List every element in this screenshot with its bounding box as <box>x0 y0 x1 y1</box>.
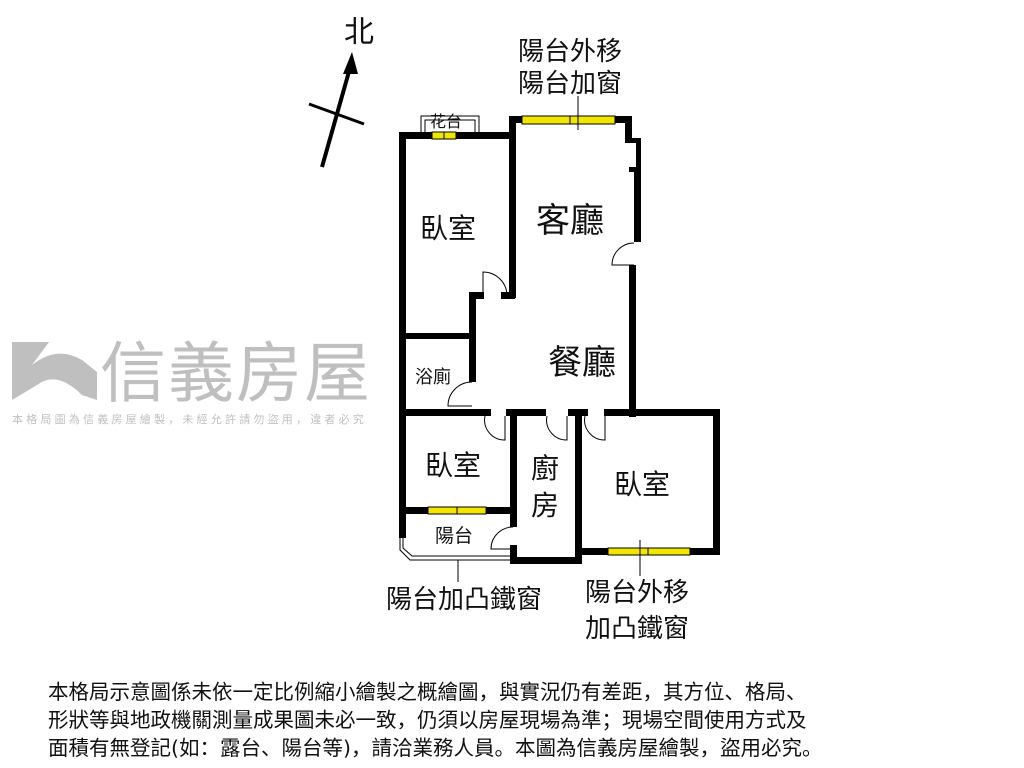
window-bedroom-right <box>607 547 691 556</box>
door-bedroom-top <box>482 271 508 297</box>
room-label-dining-room: 餐廳 <box>548 343 616 383</box>
walls <box>399 116 720 564</box>
door-kitchen <box>546 415 568 441</box>
room-label-living-room: 客廳 <box>536 201 604 241</box>
annotation-bottom-right-2: 加凸鐵窗 <box>585 614 689 644</box>
disclaimer-line: 形狀等與地政機關測量成果圖未必一致，仍須以房屋現場為準；現場空間使用方式及 <box>48 708 807 732</box>
room-label-planter: 花台 <box>430 112 462 131</box>
door-balcony <box>490 526 514 550</box>
disclaimer: 本格局示意圖係未依一定比例縮小繪製之概繪圖，與實況仍有差距，其方位、格局、 形狀… <box>48 678 823 762</box>
door-bedroom-right <box>584 415 606 441</box>
annotation-top-2: 陽台加窗 <box>518 69 622 99</box>
window-living <box>521 115 616 125</box>
windows <box>427 115 691 556</box>
room-label-balcony: 陽台 <box>435 525 473 547</box>
annotation-bottom-right-1: 陽台外移 <box>585 578 689 608</box>
watermark-brand: 信義房屋 <box>100 335 372 412</box>
door-living <box>611 242 635 266</box>
watermark: 信義房屋 本格局圖為信義房屋繪製，未經允許請勿盜用，違者必究 <box>12 335 372 426</box>
disclaimer-line: 本格局示意圖係未依一定比例縮小繪製之概繪圖，與實況仍有差距，其方位、格局、 <box>48 680 807 704</box>
north-arrow-icon <box>343 52 358 74</box>
annotation-bottom-left: 陽台加凸鐵窗 <box>386 585 542 615</box>
room-label-kitchen-2: 房 <box>531 489 559 522</box>
doors <box>447 242 635 550</box>
annotation-top-1: 陽台外移 <box>518 37 622 67</box>
room-label-bedroom-right: 臥室 <box>614 468 670 501</box>
room-label-bedroom-top-left: 臥室 <box>420 212 476 245</box>
disclaimer-line: 面積有無登記(如：露台、陽台等)，請洽業務人員。本圖為信義房屋繪製，盜用必究。 <box>48 736 823 760</box>
door-bedroom-lower <box>484 415 506 441</box>
room-label-kitchen-1: 廚 <box>531 452 559 485</box>
watermark-logo-icon <box>12 342 97 400</box>
room-label-bathroom: 浴廁 <box>415 366 451 388</box>
watermark-notice: 本格局圖為信義房屋繪製，未經允許請勿盜用，違者必究 <box>12 412 367 426</box>
door-bath <box>447 381 473 407</box>
room-label-bedroom-lower-left: 臥室 <box>425 449 481 482</box>
north-label: 北 <box>344 15 374 50</box>
leader-lines <box>457 96 641 582</box>
north-compass: 北 <box>308 15 374 168</box>
